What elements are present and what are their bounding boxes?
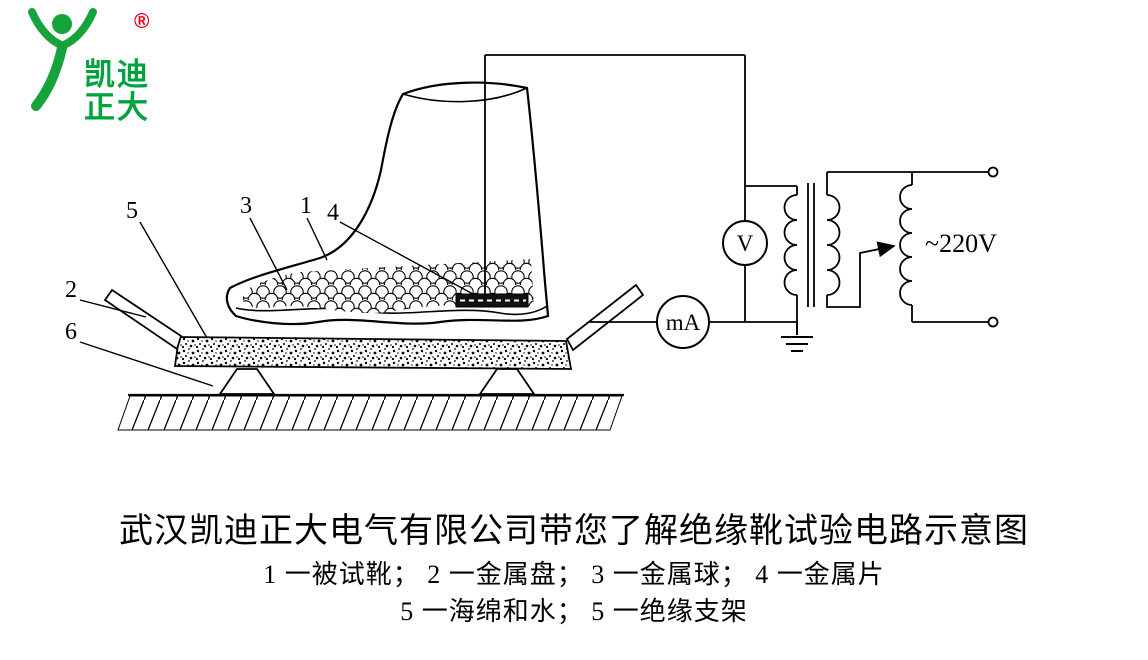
callout-3: 3 <box>240 193 252 219</box>
voltmeter: V <box>722 220 768 266</box>
transformer-primary-coil <box>826 194 841 296</box>
logo-figure-body <box>31 43 67 111</box>
ammeter-label: mA <box>666 310 701 335</box>
variac <box>899 184 913 306</box>
callout-2: 2 <box>65 277 77 303</box>
ground-hatch <box>117 393 624 431</box>
support-left <box>218 368 276 395</box>
logo-figure-right-arm <box>60 8 97 49</box>
company-logo: 凯迪 正大 ® <box>28 8 150 125</box>
caption-legend-line1: 1 一被试靴； 2 一金属盘； 3 一金属球； 4 一金属片 <box>263 559 885 589</box>
transformer-secondary-coil <box>783 194 798 296</box>
diagram-canvas: 凯迪 正大 ® <box>28 8 999 431</box>
terminal-bottom <box>987 316 999 328</box>
caption-legend-line2: 5 一海绵和水； 5 一绝缘支架 <box>400 596 748 626</box>
terminal-top <box>987 166 999 178</box>
logo-figure-head <box>52 14 72 34</box>
callout-4: 4 <box>327 200 339 226</box>
transformer <box>783 183 841 307</box>
callout-6: 6 <box>65 319 77 345</box>
insulating-supports <box>218 368 536 395</box>
variac-winding <box>899 184 913 306</box>
logo-text-line2: 正大 <box>84 90 150 125</box>
callouts: 5 3 1 4 2 6 <box>65 193 474 387</box>
ground-symbol <box>781 322 813 352</box>
tray-right-flare <box>565 283 645 352</box>
metal-tray <box>103 283 645 370</box>
callout-1: 1 <box>300 193 312 219</box>
ammeter: mA <box>656 295 710 349</box>
tray-left-flare <box>103 288 183 351</box>
boot-opening-lip <box>402 87 528 103</box>
caption-title: 武汉凯迪正大电气有限公司带您了解绝缘靴试验电路示意图 <box>119 513 1029 550</box>
terminals <box>987 166 999 328</box>
leader-lines <box>79 217 474 387</box>
caption-block: 武汉凯迪正大电气有限公司带您了解绝缘靴试验电路示意图 1 一被试靴； 2 一金属… <box>0 512 1148 627</box>
logo-text-line1: 凯迪 <box>84 57 150 92</box>
supply-voltage-label: ~220V <box>925 229 997 258</box>
logo-figure-left-arm <box>28 8 65 49</box>
boot-insole-line <box>235 305 548 316</box>
voltmeter-label: V <box>737 231 754 256</box>
circuit-wiring <box>484 54 988 323</box>
metal-plate <box>455 293 529 308</box>
test-boot <box>225 81 550 326</box>
tray-pan-sponge <box>173 336 573 370</box>
callout-5: 5 <box>126 198 138 224</box>
support-right <box>478 368 536 395</box>
wiper-arrow <box>826 241 896 308</box>
registered-trademark-icon: ® <box>134 10 150 33</box>
